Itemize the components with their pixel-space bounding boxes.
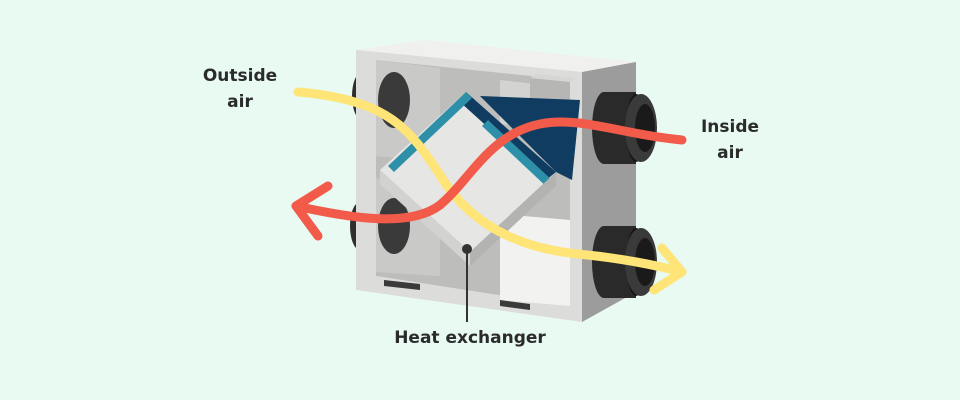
- heat-exchanger-callout: [462, 244, 472, 322]
- heat-exchanger-label: Heat exchanger: [394, 328, 546, 348]
- outside-air-arrowhead: [649, 243, 687, 295]
- inside-air-label: Inside air: [694, 114, 766, 166]
- outside-air-flow-arrow: [293, 87, 687, 277]
- inside-air-label-line1: Inside: [700, 117, 760, 137]
- inside-air-arrowhead: [291, 181, 333, 241]
- inside-air-flow-arrow: [291, 117, 687, 224]
- outside-air-label-line1: Outside: [202, 66, 278, 86]
- inside-air-label-line2: air: [717, 143, 743, 163]
- outside-air-label: Outside air: [202, 63, 278, 115]
- outside-air-label-line2: air: [227, 92, 253, 112]
